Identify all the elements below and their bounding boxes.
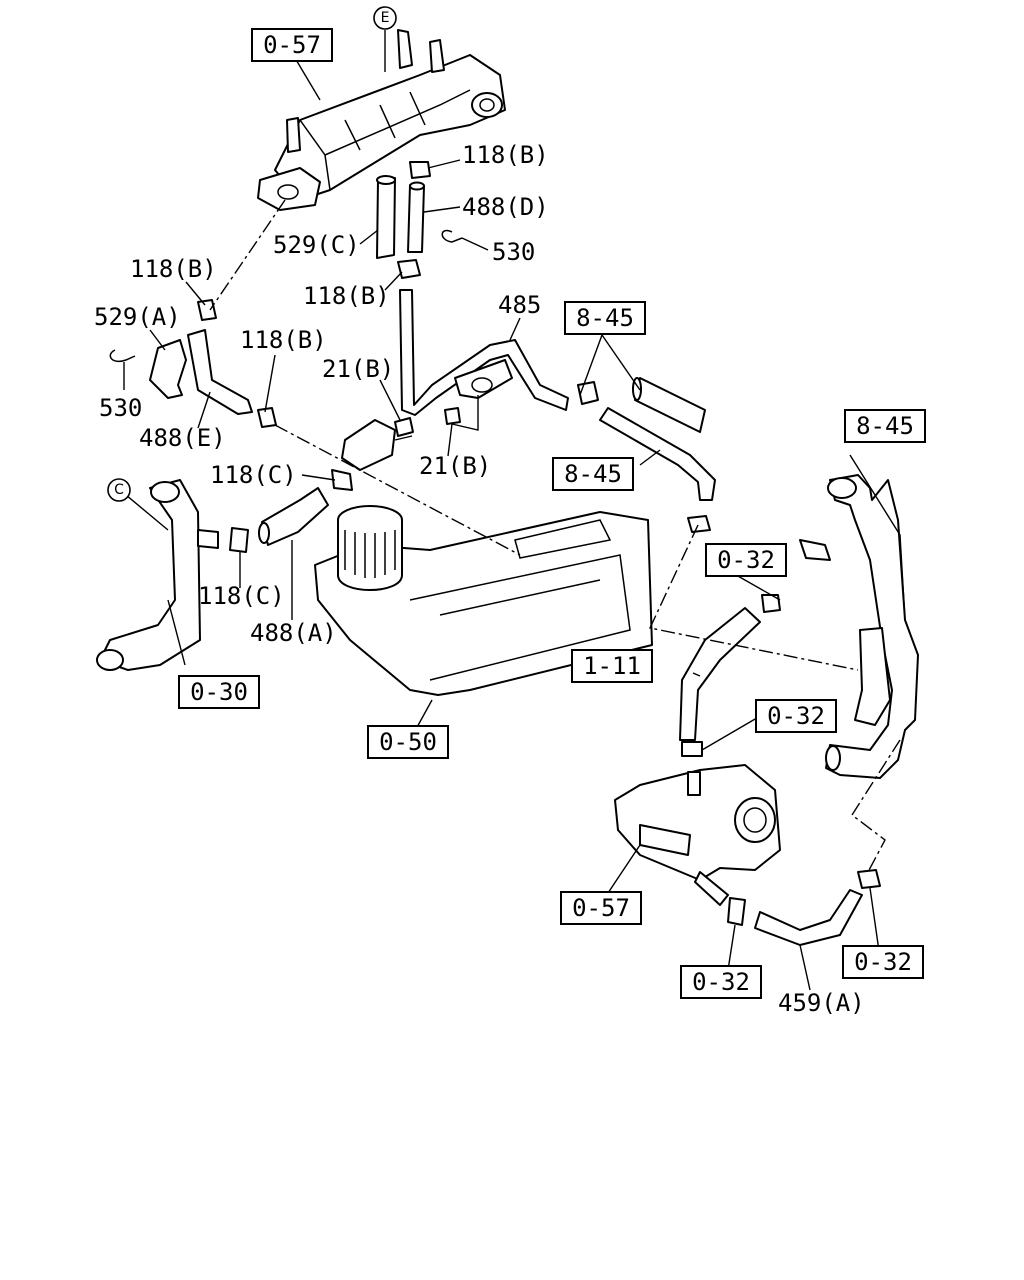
egr-cooler-part (257, 29, 506, 211)
hose-488d-part (407, 181, 425, 253)
callout-8-45-b: 8-45 (844, 409, 926, 443)
connection-lines (209, 199, 901, 873)
label-118b-4: 118(B) (240, 326, 327, 354)
callout-0-57-top: 0-57 (251, 28, 333, 62)
sensor-part (341, 407, 461, 471)
clamp-118c-a (229, 527, 249, 553)
egr-valve-part (614, 764, 781, 906)
svg-text:8-45: 8-45 (856, 412, 914, 440)
hose-111-part (679, 607, 761, 741)
label-118c-1: 118(C) (210, 461, 297, 489)
pipe-485-part (399, 289, 569, 416)
svg-text:0-57: 0-57 (572, 894, 630, 922)
label-529a: 529(A) (94, 303, 181, 331)
svg-text:0-32: 0-32 (767, 702, 825, 730)
clip-530-left (109, 349, 136, 362)
callout-0-32-a: 0-32 (705, 543, 787, 577)
pipe-845-part (799, 474, 919, 779)
clamp-032-c (727, 897, 746, 926)
hose-529c-part (376, 175, 396, 259)
svg-text:E: E (381, 10, 390, 26)
callout-8-45-c: 8-45 (552, 457, 634, 491)
hose-488e-part (187, 329, 253, 415)
clamp-118c-b (331, 469, 353, 491)
svg-text:1-11: 1-11 (583, 652, 641, 680)
label-21b-2: 21(B) (419, 452, 491, 480)
callout-0-32-d: 0-32 (842, 945, 924, 979)
callout-1-11: 1-11 (571, 649, 653, 683)
svg-text:0-50: 0-50 (379, 728, 437, 756)
clamp-032-d (857, 869, 881, 889)
hose-845-curved (599, 407, 716, 501)
svg-text:0-32: 0-32 (692, 968, 750, 996)
svg-text:C: C (114, 482, 124, 498)
clamp-118b-left (197, 299, 217, 321)
clamp-118b-mid (397, 259, 421, 279)
label-530-left: 530 (99, 394, 142, 422)
label-488e: 488(E) (139, 424, 226, 452)
callout-8-45-a: 8-45 (564, 301, 646, 335)
label-118b-2: 118(B) (130, 255, 217, 283)
callout-0-50: 0-50 (367, 725, 449, 759)
svg-text:0-32: 0-32 (717, 546, 775, 574)
callout-0-30: 0-30 (178, 675, 260, 709)
label-118b-1: 118(B) (462, 141, 549, 169)
label-529c: 529(C) (273, 231, 360, 259)
clamp-mid (687, 515, 711, 533)
callout-0-32-c: 0-32 (680, 965, 762, 999)
label-118c-2: 118(C) (198, 582, 285, 610)
clamp-118b-top (409, 161, 431, 179)
marker-c: C (107, 478, 131, 502)
label-488d: 488(D) (462, 193, 549, 221)
clamp-118b-right (257, 407, 277, 428)
water-pipe-part (96, 479, 219, 671)
hose-459a-part (754, 889, 863, 946)
callout-0-32-b: 0-32 (755, 699, 837, 733)
oil-cooler-part (314, 505, 653, 696)
label-21b-1: 21(B) (322, 355, 394, 383)
label-530-top: 530 (492, 238, 535, 266)
svg-text:0-30: 0-30 (190, 678, 248, 706)
callout-0-57-bottom: 0-57 (560, 891, 642, 925)
svg-text:0-57: 0-57 (263, 31, 321, 59)
svg-text:0-32: 0-32 (854, 948, 912, 976)
clamp-032-b (681, 741, 703, 757)
clamp-032-a (761, 594, 781, 613)
marker-e: E (373, 6, 397, 30)
hose-529a-part (149, 339, 187, 399)
leader-lines (119, 30, 906, 991)
label-485: 485 (498, 291, 541, 319)
label-459a: 459(A) (778, 989, 865, 1017)
label-488a: 488(A) (250, 619, 337, 647)
label-118b-3: 118(B) (303, 282, 390, 310)
hose-488a-part (258, 487, 329, 546)
clip-530-top (441, 229, 463, 243)
hose-845-upper (632, 377, 706, 433)
svg-text:8-45: 8-45 (564, 460, 622, 488)
svg-text:8-45: 8-45 (576, 304, 634, 332)
